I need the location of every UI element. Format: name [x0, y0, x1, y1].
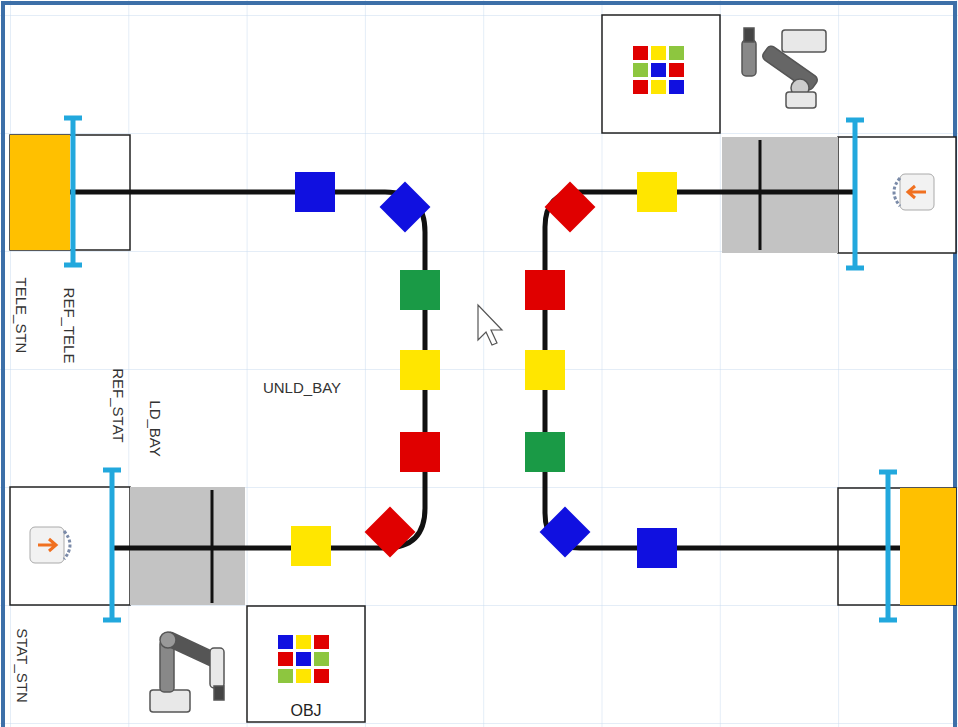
station-label: UNLD_BAY — [263, 380, 341, 395]
object-grid — [247, 606, 365, 722]
station-label: LD_BAY — [147, 400, 162, 456]
robot-arm — [150, 631, 224, 712]
station-label: REF_STAT — [110, 368, 125, 442]
frame — [3, 3, 955, 727]
track — [70, 192, 425, 548]
station-label: STAT_STN — [15, 628, 30, 702]
mouse-cursor — [478, 305, 502, 345]
track — [545, 192, 900, 548]
object-box: OBJ — [247, 606, 365, 722]
object-box — [247, 606, 365, 722]
bay-area — [722, 137, 838, 253]
vehicle-icon — [894, 174, 934, 210]
object-grid — [602, 15, 720, 133]
reference-bar — [64, 118, 897, 620]
box-label: OBJ — [290, 702, 321, 722]
vehicle-icon — [30, 527, 70, 563]
station-label: REF_TELE — [62, 287, 77, 363]
station-label: TELE_STN — [15, 277, 30, 353]
robot-arm — [742, 28, 826, 108]
track-marker — [291, 172, 677, 568]
